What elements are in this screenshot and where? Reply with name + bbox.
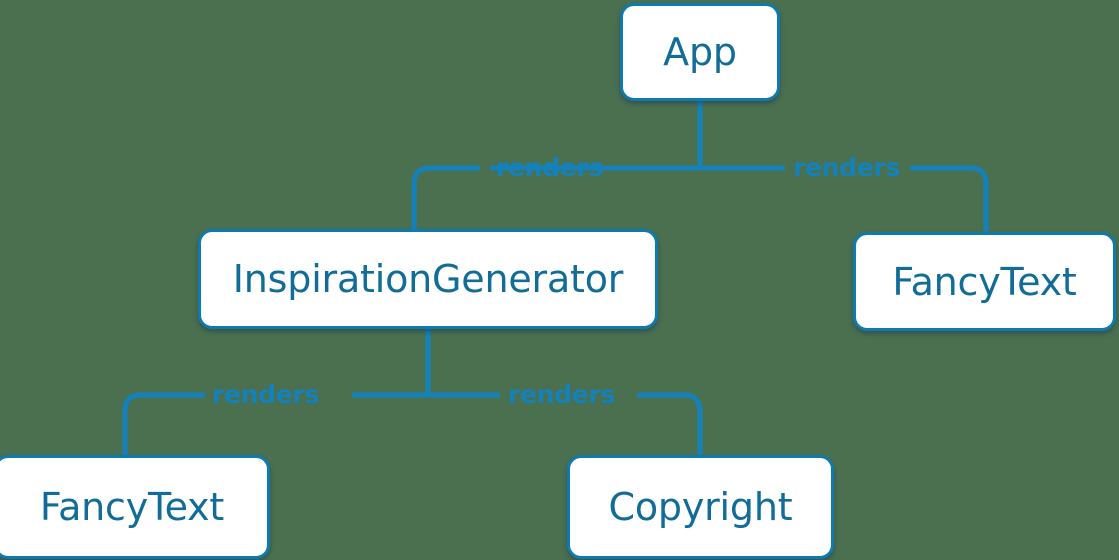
- node-fancytext-right[interactable]: FancyText: [853, 232, 1116, 331]
- node-fancytext-left-label: FancyText: [39, 485, 225, 529]
- edge-label-inspirationgenerator-to-copyright: renders: [508, 380, 616, 409]
- edge-label-app-to-inspirationgenerator: renders: [496, 153, 604, 182]
- node-app[interactable]: App: [620, 3, 780, 101]
- node-app-label: App: [663, 30, 737, 74]
- edge-label-app-to-fancytext-right: renders: [793, 153, 901, 182]
- node-inspirationgenerator-label: InspirationGenerator: [232, 257, 624, 301]
- node-copyright[interactable]: Copyright: [567, 455, 834, 559]
- node-fancytext-left[interactable]: FancyText: [0, 455, 270, 559]
- node-fancytext-right-label: FancyText: [892, 259, 1077, 304]
- edge-label-inspirationgenerator-to-fancytext-left: renders: [212, 380, 320, 409]
- node-copyright-label: Copyright: [608, 485, 793, 529]
- node-inspirationgenerator[interactable]: InspirationGenerator: [198, 229, 658, 329]
